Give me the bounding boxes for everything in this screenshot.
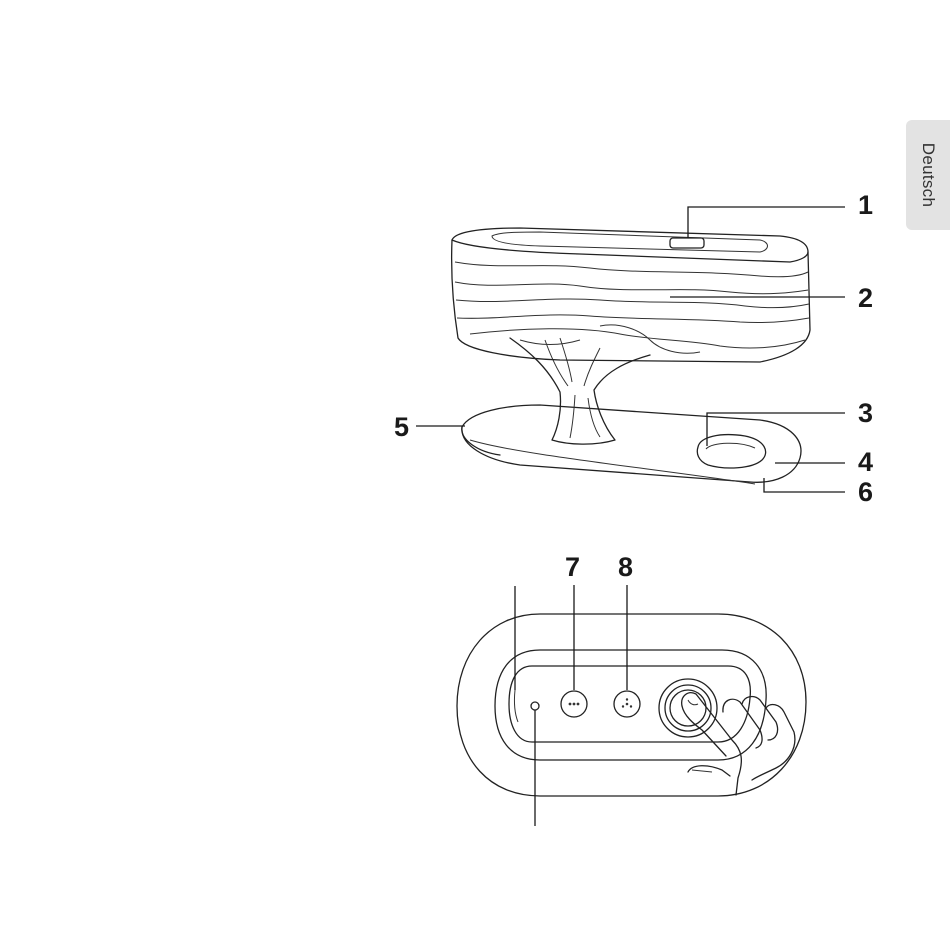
callout-7: 7: [565, 552, 580, 582]
callout-6: 6: [858, 477, 873, 507]
callout-4: 4: [858, 447, 873, 477]
leader-lines-bottom: [515, 585, 627, 826]
indicator-led-icon: [531, 702, 539, 710]
button-7[interactable]: [561, 691, 587, 717]
callout-1: 1: [858, 190, 873, 220]
wave-dots-icon: [569, 703, 580, 706]
callout-5: 5: [394, 412, 409, 442]
control-panel-illustration: [457, 614, 806, 796]
callout-2: 2: [858, 283, 873, 313]
callout-8: 8: [618, 552, 633, 582]
callout-3: 3: [858, 398, 873, 428]
top-port: [670, 238, 704, 248]
tree-trunk: [510, 338, 650, 444]
lamp-shade: [452, 228, 810, 362]
lamp-illustration: [452, 228, 810, 484]
button-8[interactable]: [614, 691, 640, 717]
panel-recess: [509, 666, 750, 742]
base-plate: [462, 405, 801, 484]
fan-icon: [622, 698, 632, 707]
hand-illustration: [682, 693, 795, 795]
touch-dial[interactable]: [659, 679, 717, 737]
